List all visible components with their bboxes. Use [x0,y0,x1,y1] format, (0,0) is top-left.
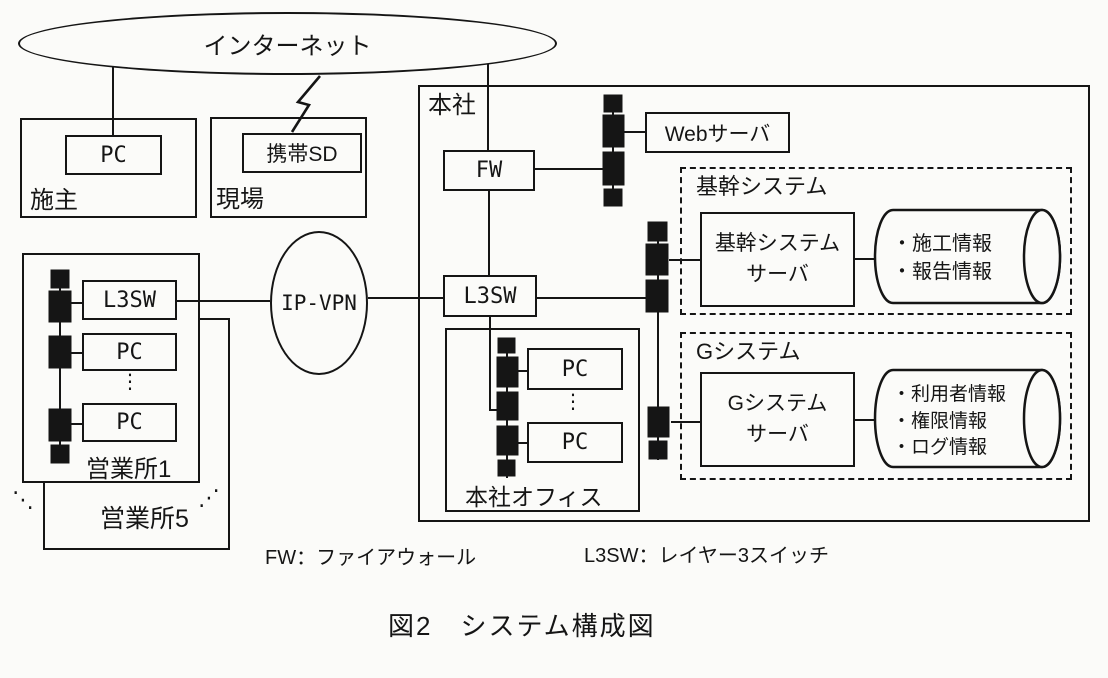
core-db-item-2: ・報告情報 [892,261,992,283]
g-system-group-label: Gシステム [696,339,801,364]
hq-office-label: 本社オフィス [465,484,603,510]
core-system-group-box [680,167,1072,315]
legend-fw: FW：ファイアウォール [265,547,477,569]
office-pc-bottom-node: PC [527,422,623,463]
core-system-group-label: 基幹システム [696,174,828,199]
owner-pc-node: PC [65,135,162,175]
branch-pc-top-node: PC [82,333,177,371]
g-system-group-box [680,332,1072,480]
branch-l3sw-label: L3SW [103,287,156,313]
ip-vpn-cloud: IP-VPN [270,231,368,375]
branch-office-1-label: 営業所1 [86,456,172,483]
branch-pc-top-label: PC [116,339,143,365]
figure-caption: 図2 システム構成図 [388,611,656,641]
office-pc-top-node: PC [527,348,623,390]
branch-pc-bottom-label: PC [116,410,143,435]
office-more-pcs-dots: ⋮ [563,391,583,413]
branch-l3sw-node: L3SW [82,280,177,320]
legend-l3sw: L3SW：レイヤー3スイッチ [584,545,829,567]
ip-vpn-label: IP-VPN [281,291,357,315]
hq-l3sw-label: L3SW [463,283,517,309]
g-db-item-3: ・ログ情報 [892,437,988,459]
g-server-name-line2: サーバ [746,422,809,446]
owner-area-label: 施主 [30,187,78,214]
owner-pc-label: PC [100,142,127,168]
office-pc-bottom-label: PC [561,430,589,455]
branch-pc-bottom-node: PC [82,403,177,442]
g-db-item-2: ・権限情報 [892,410,988,432]
branch-more-pcs-dots: ⋮ [120,371,140,393]
branch-office-5-label: 営業所5 [100,505,189,533]
web-server-node: Webサーバ [645,112,790,153]
internet-label: インターネット [203,33,372,60]
core-db-item-1: ・施工情報 [892,233,992,255]
g-system-server-node: Gシステム サーバ [700,372,855,467]
core-system-server-node: 基幹システム サーバ [700,212,855,307]
hq-l3sw-node: L3SW [443,275,537,317]
internet-cloud: インターネット [18,12,557,75]
more-branches-dots-right: ⋰ [198,485,220,510]
mobile-sd-node: 携帯SD [242,133,362,173]
web-server-label: Webサーバ [664,122,771,146]
core-server-name-line1: 基幹システム [714,232,841,256]
mobile-sd-label: 携帯SD [266,143,338,166]
more-branches-dots-left: ⋱ [12,487,34,512]
field-site-area-label: 現場 [216,186,264,213]
firewall-node: FW [443,150,535,191]
g-db-item-1: ・利用者情報 [892,384,1007,405]
core-db-contents: ・施工情報 ・報告情報 [892,230,992,286]
core-server-name-line2: サーバ [746,262,809,286]
g-db-contents: ・利用者情報 ・権限情報 ・ログ情報 [892,382,1006,462]
headquarters-label: 本社 [428,92,476,119]
office-pc-top-label: PC [561,356,589,382]
firewall-label: FW [475,158,503,183]
g-server-name-line1: Gシステム [727,392,828,416]
